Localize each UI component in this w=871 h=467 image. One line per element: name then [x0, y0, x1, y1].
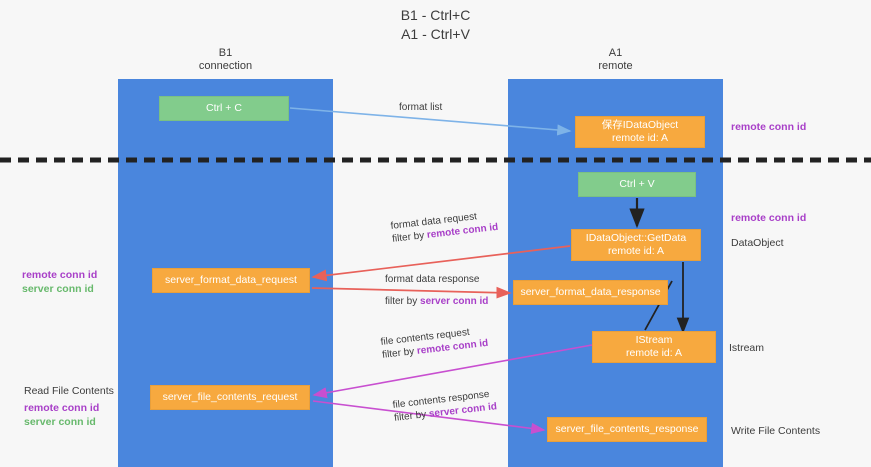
node-ctrl-v[interactable]: Ctrl + V [578, 172, 696, 197]
node-ctrl-v-label: Ctrl + V [619, 178, 655, 190]
lane-header-a1-name: A1 [608, 47, 623, 59]
node-istream-line-2: remote id: A [625, 347, 683, 359]
node-idataobject-getdata[interactable]: IDataObject::GetData remote id: A [571, 229, 701, 261]
node-server-file-contents-response[interactable]: server_file_contents_response [547, 417, 707, 442]
edge-label-format-data-response-filter-prefix: filter by [385, 296, 421, 307]
side-label-dataobject: DataObject [731, 236, 784, 250]
side-label-dataobject-text: DataObject [731, 237, 784, 249]
lane-header-b1-name: B1 [218, 47, 233, 59]
edge-label-format-data-response: format data response filter by server co… [385, 273, 488, 308]
node-ctrl-c-label: Ctrl + C [206, 102, 242, 114]
side-label-istream: Istream [729, 341, 764, 355]
edge-label-format-list: format list [399, 101, 442, 114]
diagram-title-line-1: B1 - Ctrl+C [400, 7, 471, 23]
node-ctrl-c[interactable]: Ctrl + C [159, 96, 289, 121]
node-server-file-contents-request-label: server_file_contents_request [162, 391, 298, 403]
side-label-remote-conn-id-mid: remote conn id [731, 211, 806, 225]
node-server-format-data-request[interactable]: server_format_data_request [152, 268, 310, 293]
edge-label-format-data-request-filter-prefix: filter by [391, 229, 428, 245]
node-istream-line-1: IStream [635, 334, 673, 346]
node-idataobject-save-line-2: remote id: A [611, 132, 669, 144]
node-server-format-data-request-label: server_format_data_request [165, 274, 297, 286]
side-label-left-remote-conn-id: remote conn id [22, 269, 98, 281]
node-server-file-contents-request[interactable]: server_file_contents_request [150, 385, 310, 410]
edge-label-format-list-text: format list [399, 102, 443, 113]
edge-label-format-data-request: format data request filter by remote con… [390, 208, 499, 246]
node-idataobject-getdata-line-1: IDataObject::GetData [585, 232, 687, 244]
side-label-remote-conn-id-top-text: remote conn id [731, 121, 807, 133]
edge-label-file-contents-request-filter-prefix: filter by [381, 345, 418, 361]
node-server-file-contents-response-label: server_file_contents_response [555, 423, 699, 435]
node-istream[interactable]: IStream remote id: A [592, 331, 716, 363]
node-server-format-data-response[interactable]: server_format_data_response [513, 280, 668, 305]
lane-header-a1-role: remote [598, 60, 633, 72]
side-label-left-server-conn-id: server conn id [22, 283, 94, 295]
edge-label-file-contents-response-filter-prefix: filter by [393, 408, 430, 424]
edge-label-file-contents-response: file contents response filter by server … [392, 387, 498, 425]
diagram-title-line-2: A1 - Ctrl+V [401, 26, 470, 42]
side-label-left-conn-ids-bottom: remote conn id server conn id [24, 401, 99, 429]
edge-label-format-data-response-text: format data response [385, 274, 480, 285]
side-label-read-file-contents-text: Read File Contents [24, 385, 114, 397]
node-idataobject-getdata-line-2: remote id: A [607, 245, 665, 257]
side-label-left-remote-conn-id-2: remote conn id [24, 402, 100, 414]
lane-header-a1: A1 remote [508, 47, 723, 73]
lane-header-b1-role: connection [198, 60, 253, 72]
node-idataobject-save-line-1: 保存IDataObject [601, 119, 679, 131]
side-label-write-file-contents-text: Write File Contents [731, 425, 821, 437]
diagram-title: B1 - Ctrl+C A1 - Ctrl+V [0, 6, 871, 44]
edge-label-format-data-response-filter: filter by server conn id [385, 295, 488, 308]
side-label-read-file-contents: Read File Contents [24, 384, 114, 398]
side-label-write-file-contents: Write File Contents [731, 424, 820, 438]
side-label-remote-conn-id-top: remote conn id [731, 120, 806, 134]
lane-header-b1: B1 connection [118, 47, 333, 73]
side-label-left-conn-ids-top: remote conn id server conn id [22, 268, 97, 296]
side-label-istream-text: Istream [729, 342, 765, 354]
edge-label-file-contents-request: file contents request filter by remote c… [380, 324, 489, 362]
side-label-left-server-conn-id-2: server conn id [24, 416, 96, 428]
node-idataobject-save[interactable]: 保存IDataObject remote id: A [575, 116, 705, 148]
node-server-format-data-response-label: server_format_data_response [520, 286, 661, 298]
edge-label-format-data-response-filter-key: server conn id [420, 296, 489, 307]
side-label-remote-conn-id-mid-text: remote conn id [731, 212, 807, 224]
